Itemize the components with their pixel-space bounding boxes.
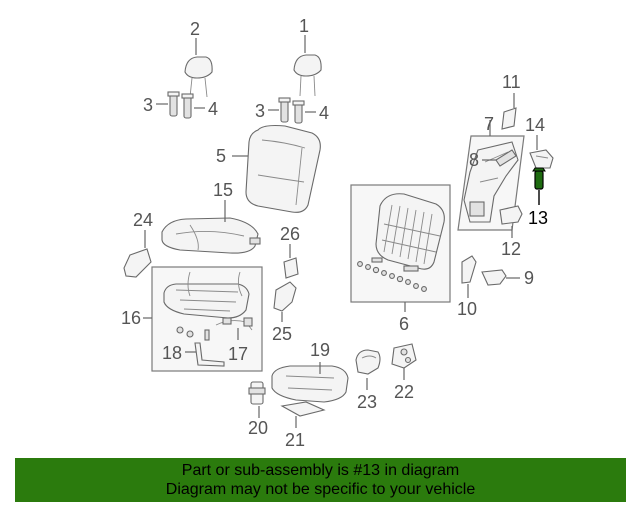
latch-part-20 (248, 381, 266, 405)
cap-part-11 (501, 107, 517, 130)
callout-9: 9 (524, 268, 534, 288)
cover-part-10 (461, 255, 477, 284)
tray-part-19 (271, 365, 349, 403)
plate-part-21 (280, 401, 326, 417)
cable-part-17 (215, 317, 253, 331)
callout-3-left: 3 (143, 95, 153, 115)
callout-1: 1 (299, 16, 309, 36)
callout-22: 22 (394, 382, 414, 402)
parts-diagram: 2 1 3 4 3 4 5 15 24 26 16 25 17 18 6 7 8… (121, 16, 554, 450)
headrest-part-2 (184, 56, 213, 98)
banner-line-2: Diagram may not be specific to your vehi… (165, 481, 476, 498)
trim-part-24 (123, 248, 152, 278)
callout-10: 10 (457, 299, 477, 319)
cover-part-25 (273, 281, 297, 312)
callout-2: 2 (190, 19, 200, 39)
leader-lines (143, 35, 540, 428)
callout-3-right: 3 (255, 101, 265, 121)
cover-part-23 (355, 349, 381, 375)
callout-21: 21 (285, 430, 305, 450)
callout-14: 14 (525, 115, 545, 135)
callout-11: 11 (502, 72, 521, 92)
headrest-guides-left (167, 91, 194, 119)
callout-18: 18 (162, 343, 182, 363)
callout-7: 7 (484, 114, 494, 134)
callout-20: 20 (248, 418, 268, 438)
callout-19: 19 (310, 340, 330, 360)
callout-26: 26 (280, 224, 300, 244)
callouts: 2 1 3 4 3 4 5 15 24 26 16 25 17 18 6 7 8… (121, 16, 548, 450)
cap-part-26 (283, 257, 299, 279)
callout-24: 24 (133, 210, 153, 230)
banner-line-1: Part or sub-assembly is #13 in diagram (181, 462, 460, 479)
callout-13: 13 (528, 208, 548, 228)
seat-back-part-5 (245, 124, 321, 213)
callout-4-right: 4 (319, 103, 329, 123)
info-banner: Part or sub-assembly is #13 in diagram D… (15, 458, 626, 502)
seat-back-frame-part-6 (357, 193, 445, 292)
seat-cushion-part-15 (161, 217, 261, 254)
handle-part-12 (499, 205, 523, 225)
lever-part-9 (481, 269, 507, 286)
callout-8: 8 (469, 150, 479, 170)
headrest-part-1 (293, 54, 322, 97)
handle-part-18 (176, 326, 225, 367)
callout-4-left: 4 (208, 99, 218, 119)
callout-16: 16 (121, 308, 141, 328)
callout-15: 15 (213, 180, 233, 200)
callout-12: 12 (501, 239, 521, 259)
headrest-guides-right (278, 97, 305, 124)
callout-5: 5 (216, 146, 226, 166)
latch-part-22 (391, 343, 417, 369)
bracket-part-8 (495, 149, 517, 167)
bracket-part-14 (529, 149, 554, 169)
callout-23: 23 (357, 392, 377, 412)
callout-17: 17 (228, 344, 248, 364)
bolt-part-13 (532, 167, 546, 190)
seat-frame-part-16 (163, 271, 250, 319)
callout-25: 25 (272, 324, 292, 344)
callout-6: 6 (399, 314, 409, 334)
